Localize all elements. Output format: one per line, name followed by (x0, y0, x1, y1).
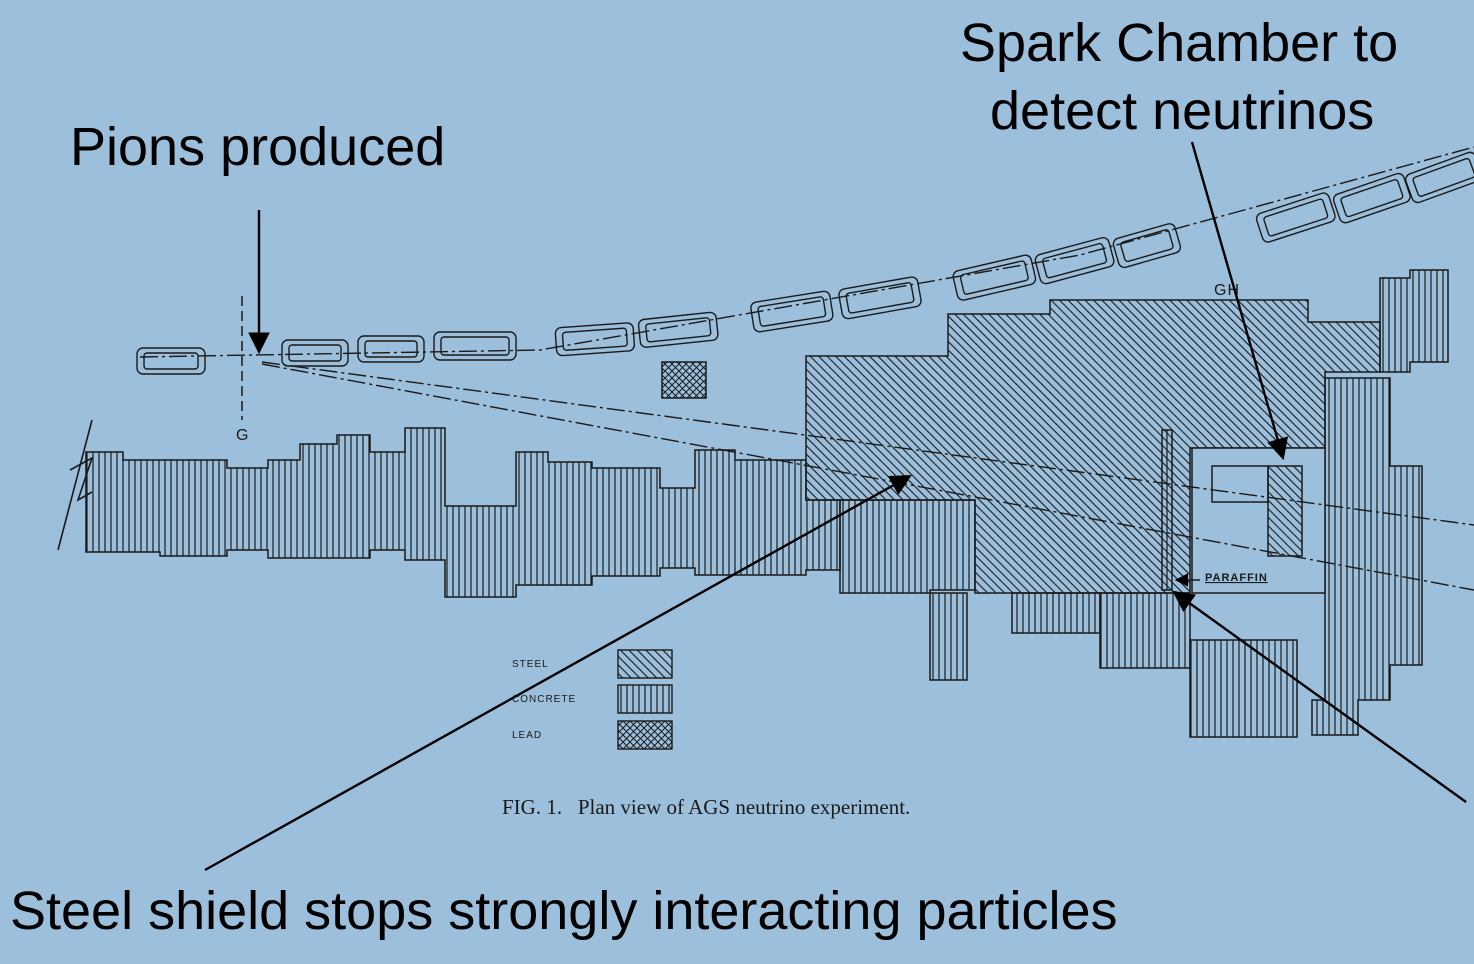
break-mark (57, 419, 94, 551)
spark-chamber-callout-line1: Spark Chamber to (960, 13, 1399, 73)
beam-magnets (136, 151, 1474, 375)
steel-shield-arrow (204, 474, 912, 872)
legend: STEEL CONCRETE LEAD (512, 649, 673, 750)
steel-shield-callout: Steel shield stops strongly interacting … (10, 881, 1118, 941)
steel-shield (805, 299, 1381, 594)
legend-swatch-lead (617, 720, 673, 750)
legend-label-concrete: CONCRETE (512, 694, 576, 705)
beam-lines (139, 146, 1474, 591)
spark-chamber-callout-line2: detect neutrinos (990, 81, 1375, 141)
callout-arrows (204, 141, 1467, 872)
legend-label-lead: LEAD (512, 730, 542, 741)
pions-callout: Pions produced (70, 117, 446, 177)
concrete-wall (85, 269, 1449, 738)
paraffin-label: PARAFFIN (1205, 572, 1268, 584)
paraffin-callout-arrow (1172, 590, 1467, 803)
detector-enclosure (1161, 429, 1326, 594)
marker-g: G (236, 427, 249, 444)
legend-label-steel: STEEL (512, 659, 549, 670)
spark-chamber-arrow (1190, 141, 1288, 461)
figure-caption: FIG. 1. Plan view of AGS neutrino experi… (502, 795, 910, 819)
legend-swatch-concrete (617, 684, 673, 714)
lead-block (661, 361, 707, 399)
legend-swatch-steel (617, 649, 673, 679)
